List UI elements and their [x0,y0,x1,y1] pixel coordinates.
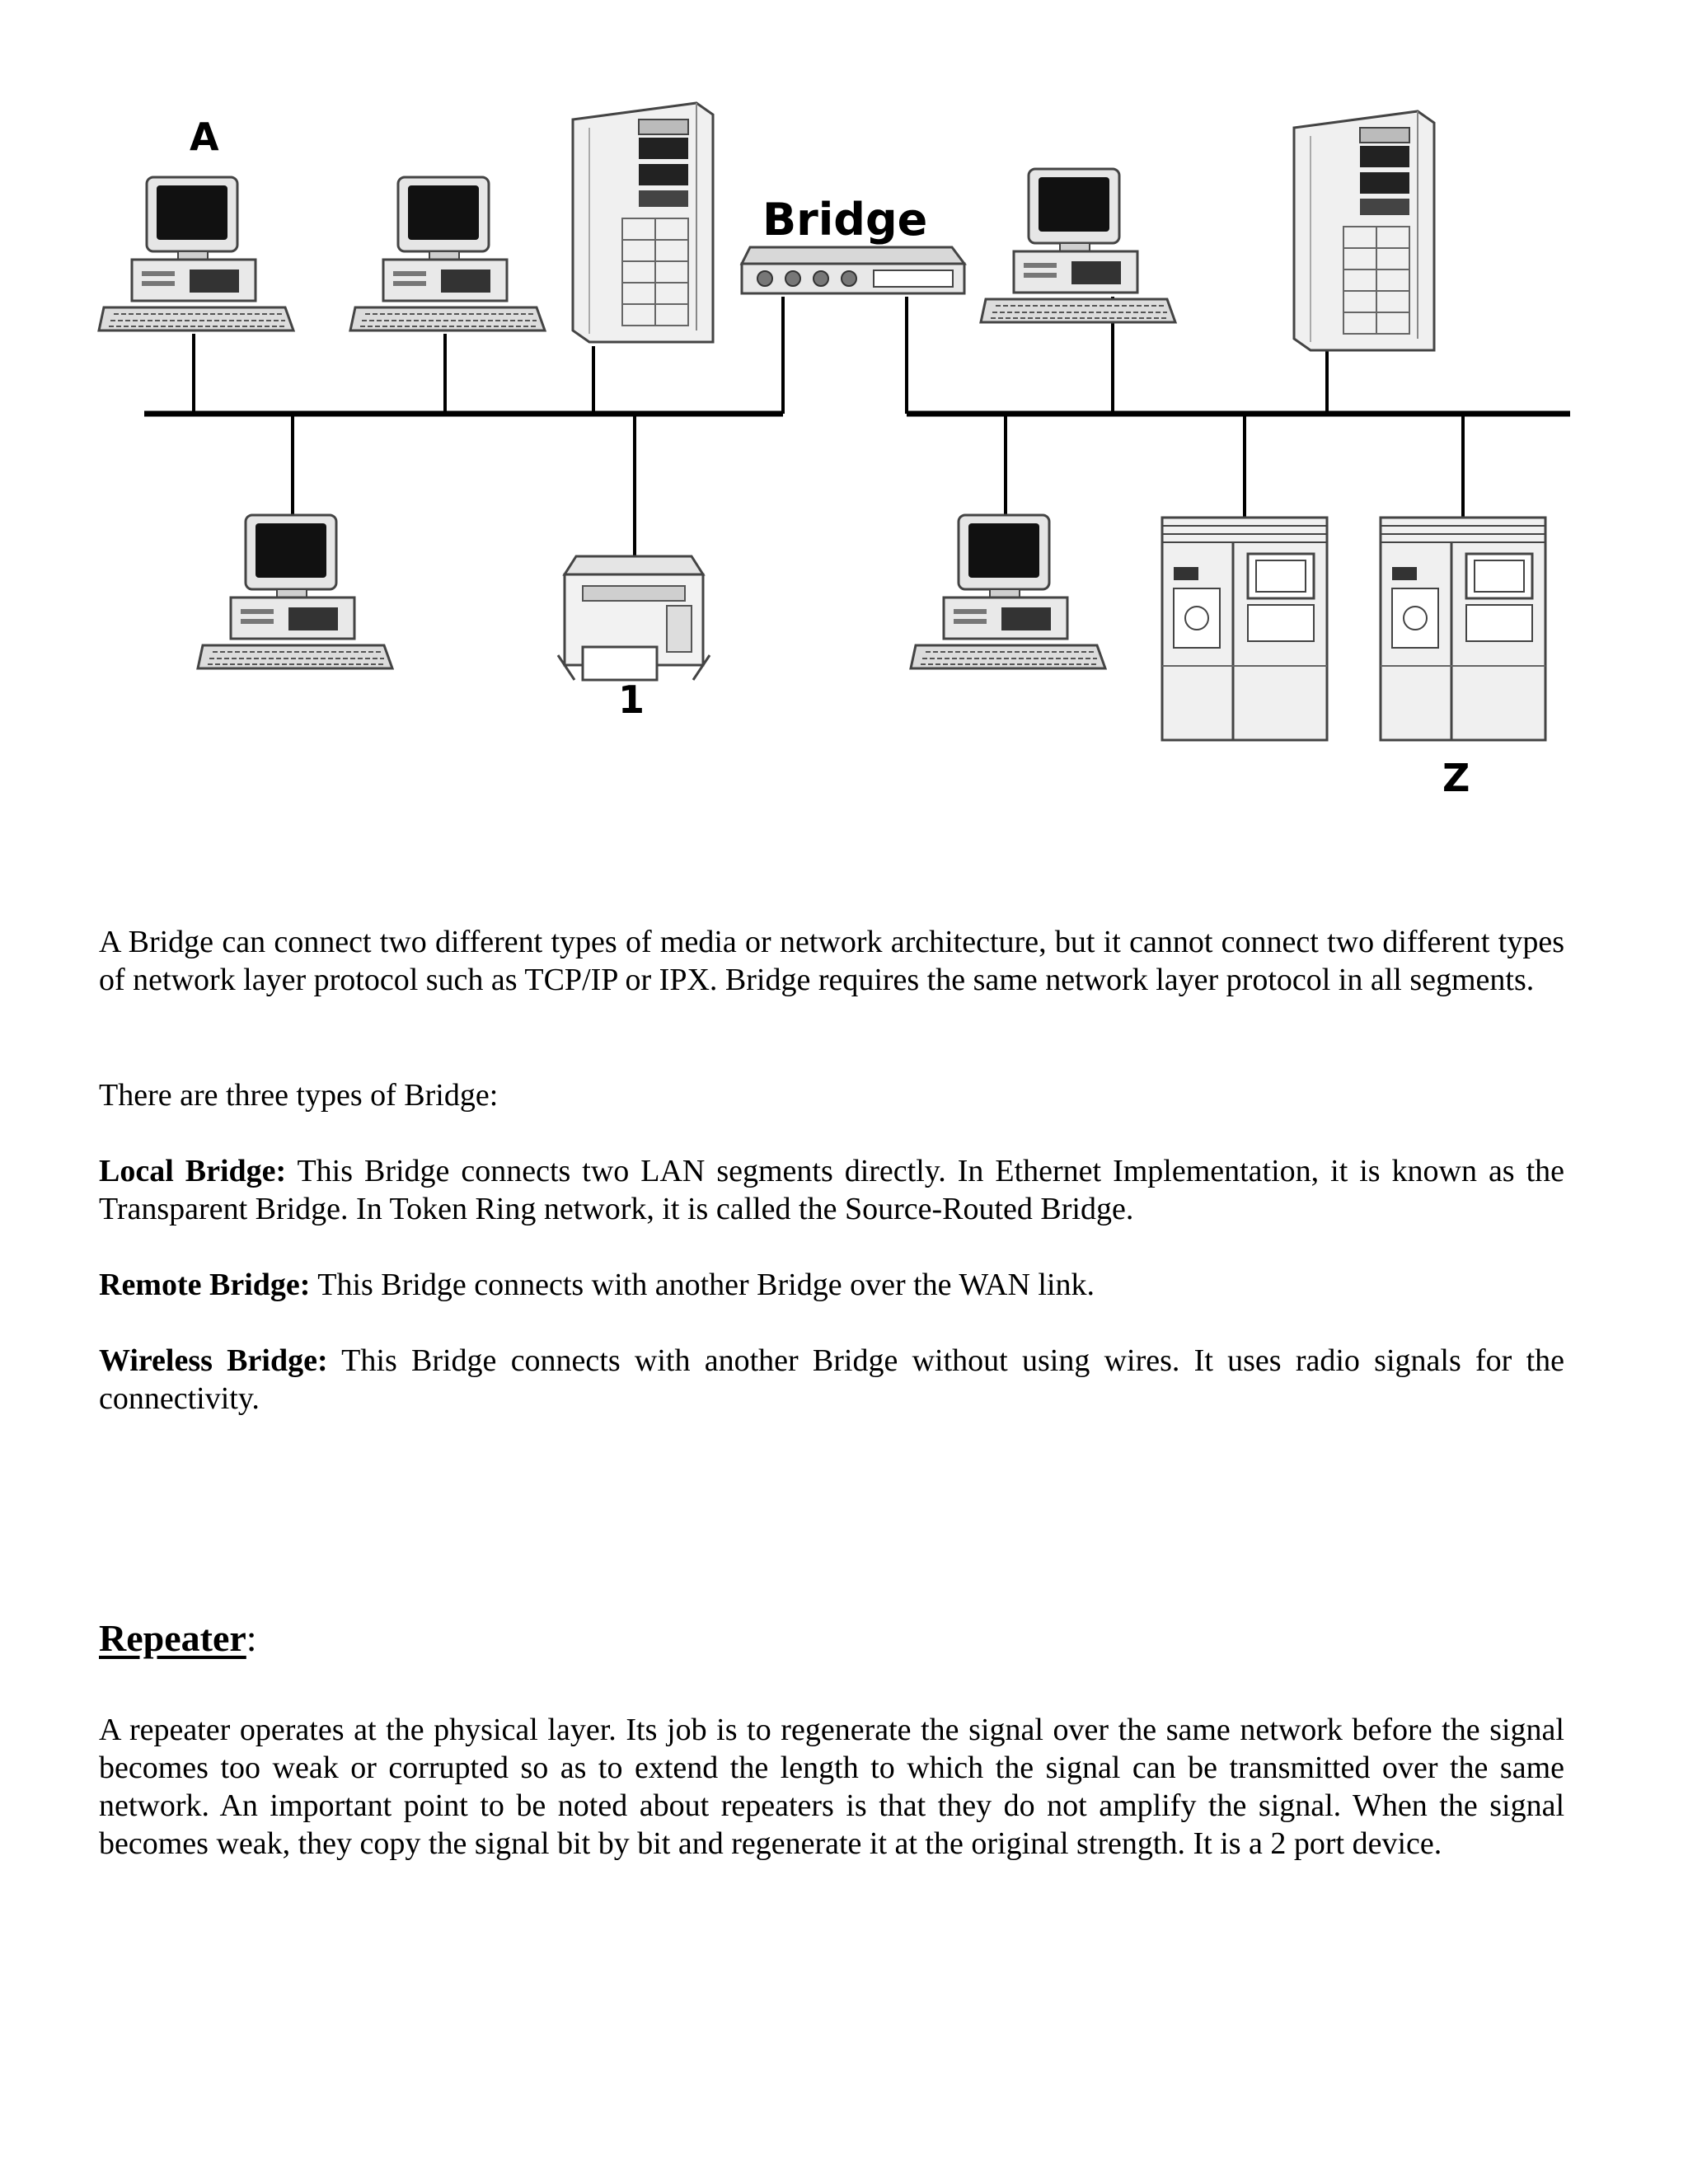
server-tower-icon [571,101,715,344]
remote-bridge-paragraph: Remote Bridge: This Bridge connects with… [99,1268,1095,1302]
mainframe-icon [1379,516,1547,742]
remote-bridge-term: Remote Bridge: [99,1268,311,1302]
types-intro-paragraph: There are three types of Bridge: [99,1078,499,1113]
computer-icon [979,167,1177,324]
bridge-device-icon [739,246,967,295]
intro-paragraph: A Bridge can connect two different types… [99,925,1564,997]
local-bridge-term: Local Bridge: [99,1154,287,1188]
server-tower-icon [1292,110,1436,352]
local-bridge-paragraph: Local Bridge: This Bridge connects two L… [99,1154,1564,1226]
label-bridge: Bridge [762,194,927,246]
computer-icon [196,513,394,670]
computer-icon [97,176,295,332]
repeater-heading: Repeater: [99,1617,257,1659]
printer-icon [556,555,711,682]
label-1: 1 [618,677,645,722]
wireless-bridge-term: Wireless Bridge: [99,1343,328,1378]
mainframe-icon [1160,516,1329,742]
repeater-paragraph: A repeater operates at the physical laye… [99,1713,1564,1861]
computer-icon [909,513,1107,670]
label-z: Z [1442,756,1470,800]
computer-icon [349,176,546,332]
wireless-bridge-paragraph: Wireless Bridge: This Bridge connects wi… [99,1343,1564,1416]
bridge-network-diagram: A Bridge 1 Z [97,101,1570,800]
label-a: A [190,115,219,159]
